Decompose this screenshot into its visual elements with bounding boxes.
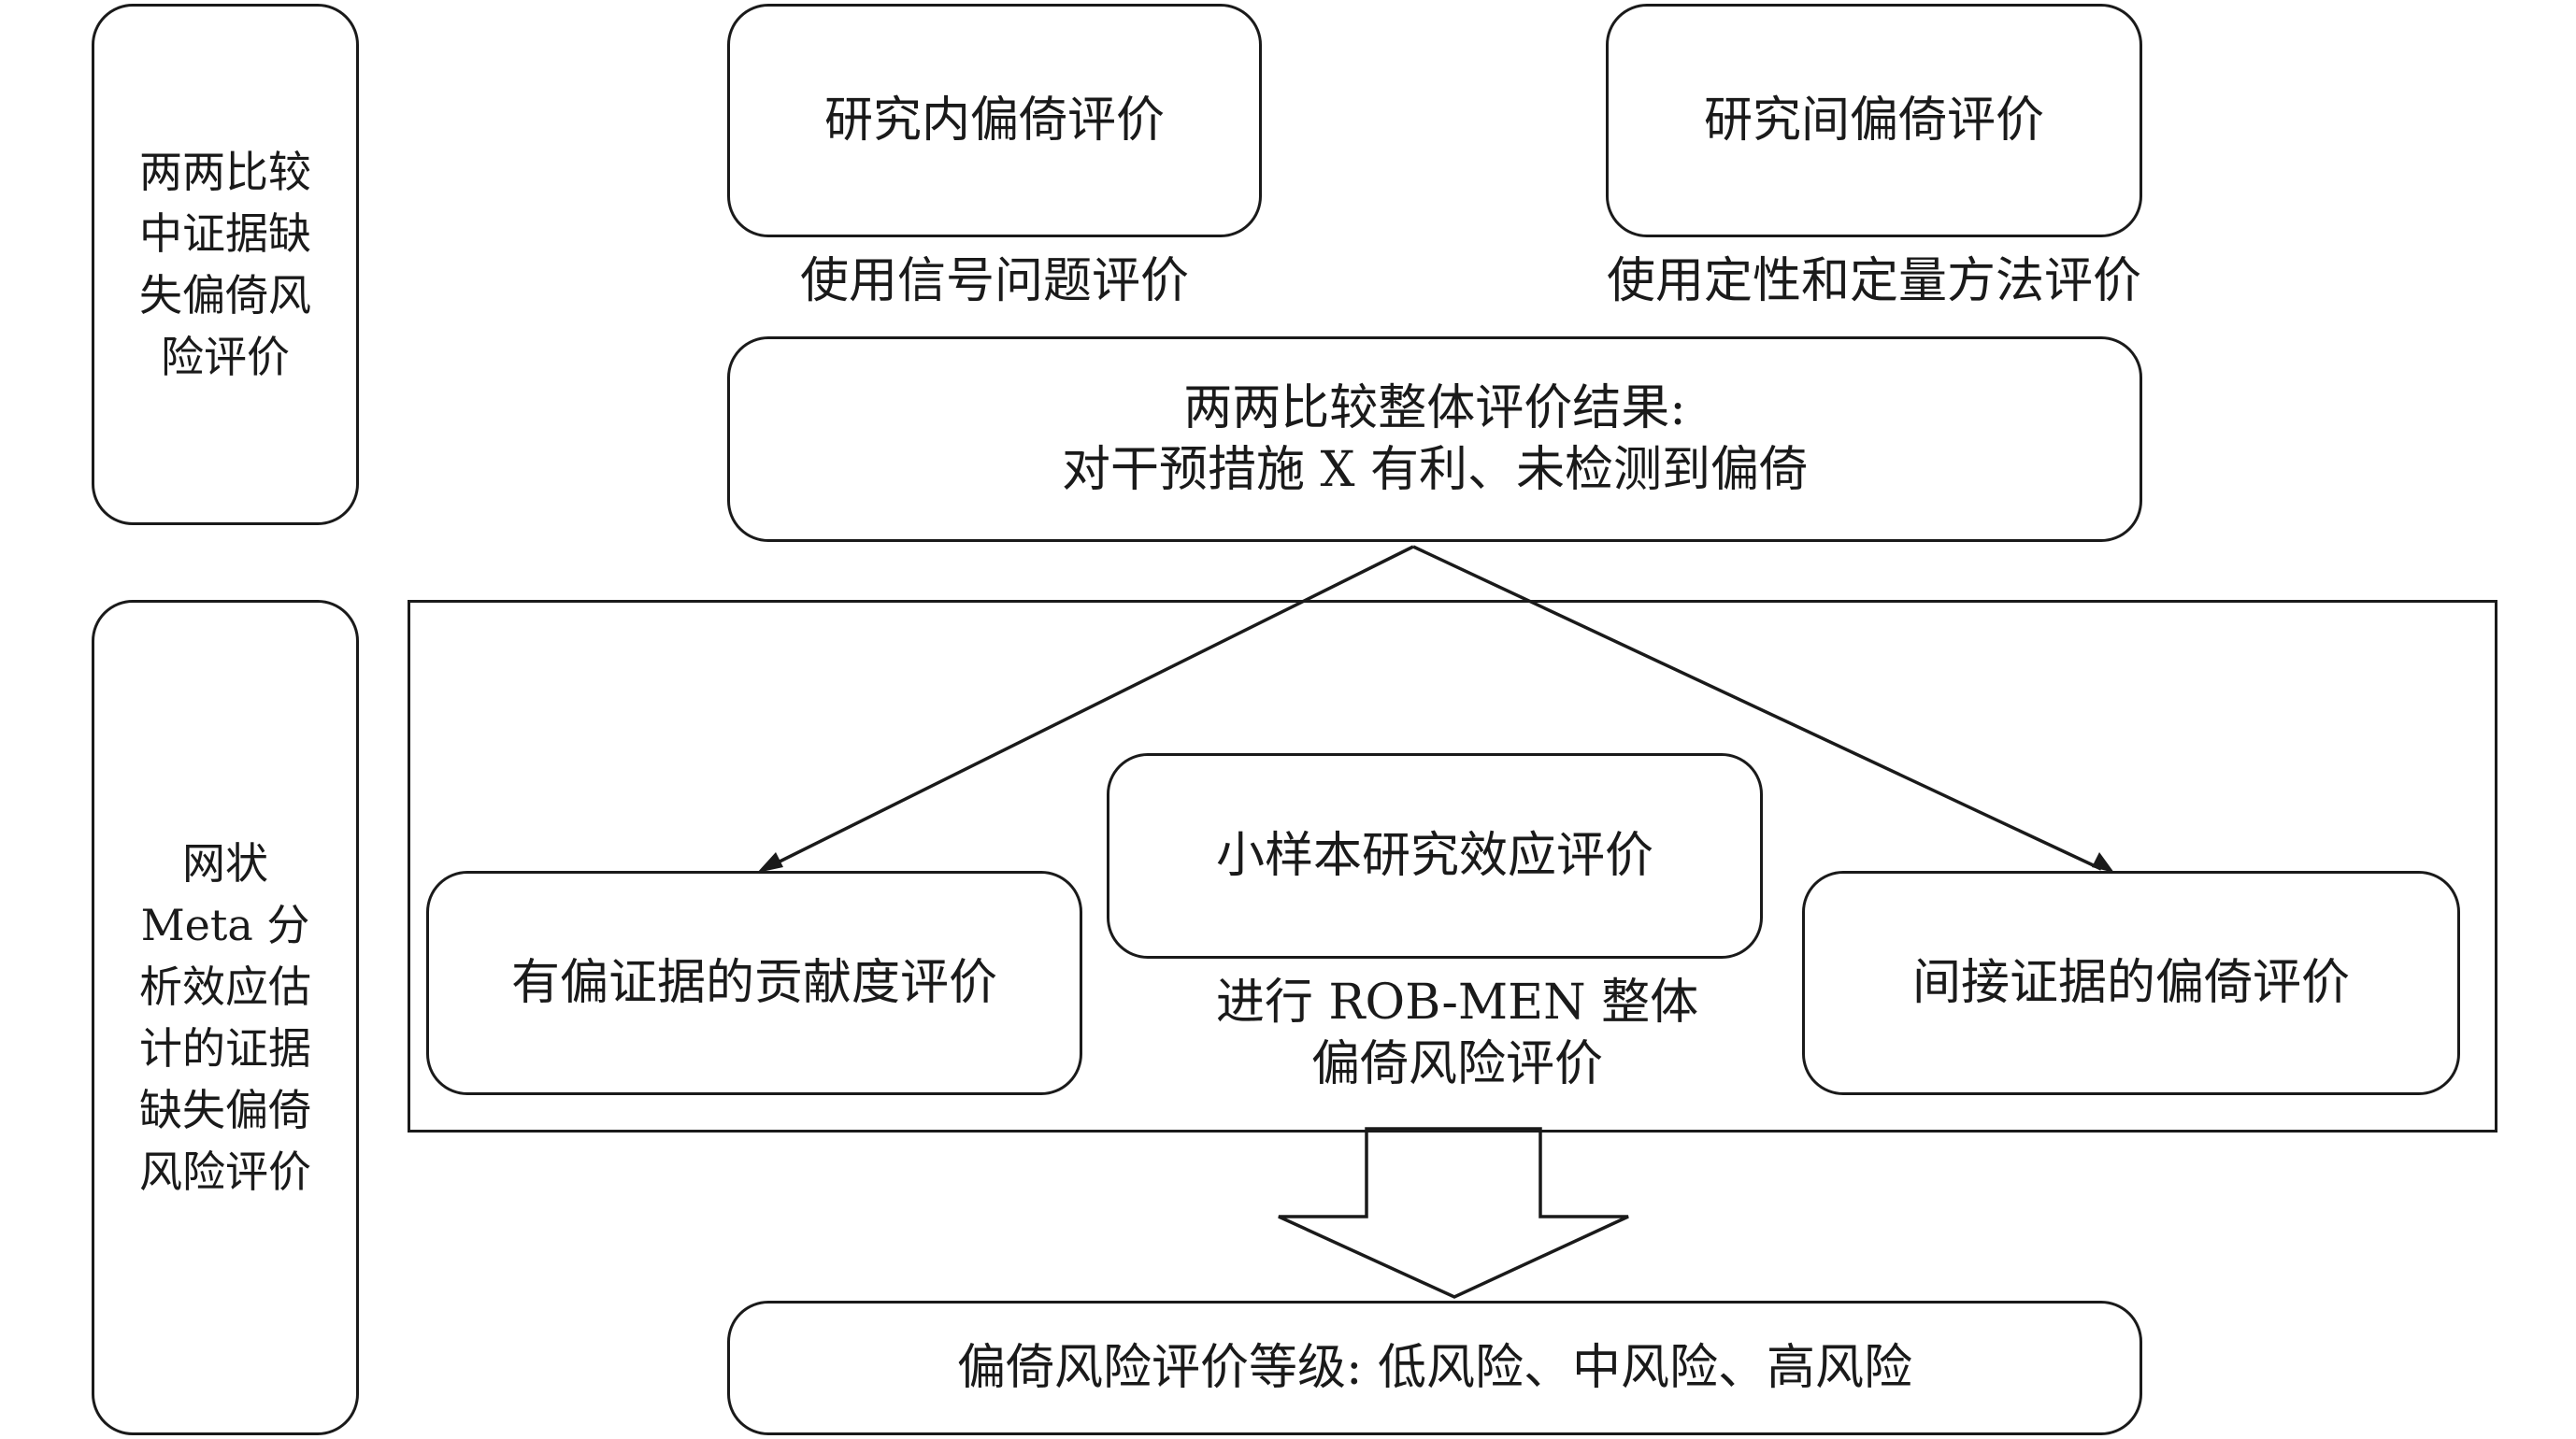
network-section-frame: [408, 600, 2497, 1133]
between-study-bias-label: 研究间偏倚评价: [1703, 93, 2044, 149]
indirect-evidence-label: 间接证据的偏倚评价: [1911, 955, 2350, 1011]
big-down-arrow: [1278, 1127, 1629, 1299]
rob-men-caption-line1: 进行 ROB-MEN 整体: [1215, 975, 1699, 1031]
pairwise-result-box: 两两比较整体评价结果: 对干预措施 X 有利、未检测到偏倚: [727, 336, 2142, 542]
rob-men-caption: 进行 ROB-MEN 整体 偏倚风险评价: [1107, 972, 1808, 1095]
indirect-evidence-box: 间接证据的偏倚评价: [1802, 871, 2460, 1095]
rob-men-caption-line2: 偏倚风险评价: [1310, 1036, 1603, 1092]
final-rating-box: 偏倚风险评价等级: 低风险、中风险、高风险: [727, 1301, 2142, 1435]
within-study-caption: 使用信号问题评价: [799, 253, 1189, 309]
left-label-network-text: 网状 Meta 分析效应估计的证据缺失偏倚风险评价: [139, 838, 311, 1197]
within-study-bias-box: 研究内偏倚评价: [727, 4, 1262, 237]
between-study-bias-box: 研究间偏倚评价: [1606, 4, 2142, 237]
between-study-caption: 使用定性和定量方法评价: [1606, 253, 2141, 309]
left-label-pairwise-text: 两两比较中证据缺失偏倚风险评价: [139, 147, 311, 382]
pairwise-result-line2: 对干预措施 X 有利、未检测到偏倚: [1061, 442, 1809, 498]
contribution-box: 有偏证据的贡献度评价: [426, 871, 1082, 1095]
small-study-label: 小样本研究效应评价: [1215, 828, 1653, 884]
left-label-network: 网状 Meta 分析效应估计的证据缺失偏倚风险评价: [92, 600, 359, 1435]
left-label-pairwise: 两两比较中证据缺失偏倚风险评价: [92, 4, 359, 525]
arrowhead-right: [2092, 852, 2114, 873]
small-study-box: 小样本研究效应评价: [1107, 753, 1763, 959]
pairwise-result-line1: 两两比较整体评价结果:: [1183, 380, 1686, 436]
contribution-label: 有偏证据的贡献度评价: [510, 955, 997, 1011]
arrowhead-left: [757, 852, 783, 873]
final-rating-label: 偏倚风险评价等级: 低风险、中风险、高风险: [956, 1340, 1913, 1396]
within-study-bias-label: 研究内偏倚评价: [823, 93, 1165, 149]
